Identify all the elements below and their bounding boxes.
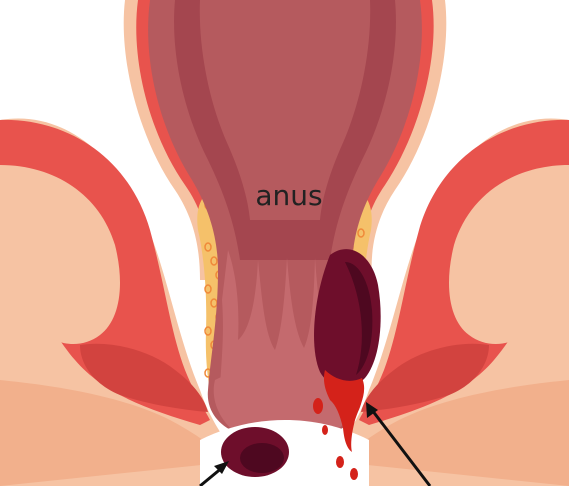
blood-drop-3 [350, 468, 358, 480]
blood-drop-4 [322, 425, 328, 435]
external-hemorrhoid-shade [240, 443, 284, 473]
anus-label: anus [255, 179, 322, 212]
blood-drop-2 [336, 456, 344, 468]
blood-drop-1 [313, 398, 323, 414]
